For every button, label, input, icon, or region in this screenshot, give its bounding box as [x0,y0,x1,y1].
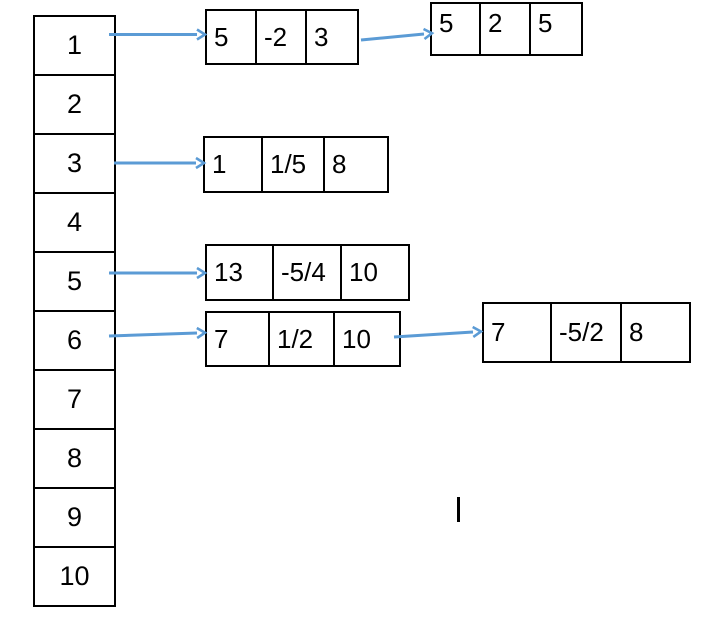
node-cell-value: -5/2 [559,317,604,347]
array-cell-label: 7 [66,384,83,414]
node-cell[interactable]: 8 [622,302,691,363]
array-cell-label: 3 [66,148,83,178]
array-cell-label: 10 [59,561,90,591]
text-caret [457,497,460,522]
node-cell-value: 1/5 [270,149,307,179]
node-cell[interactable]: 13 [205,244,274,301]
node-cell-value: 8 [629,317,644,347]
node-cell-value: 2 [488,8,503,38]
node-cell[interactable]: 10 [335,311,401,367]
node-cell[interactable]: 1/5 [263,136,325,193]
array-cell-10[interactable]: 10 [33,546,116,607]
array-cell-label: 1 [66,30,83,60]
array-cell-8[interactable]: 8 [33,428,116,489]
node-cell[interactable]: 3 [307,9,359,65]
array-cell-5[interactable]: 5 [33,251,116,312]
array-cell-label: 2 [66,89,83,119]
node-cell[interactable]: 10 [342,244,410,301]
node-cell-value: 7 [491,317,506,347]
node-cell-value: 10 [349,257,378,287]
array-cell-7[interactable]: 7 [33,369,116,430]
node-cell-value: 13 [214,257,243,287]
array-cell-label: 6 [66,325,83,355]
arrow-row6node1-to-row6node2 [393,325,484,339]
node-cell[interactable]: -2 [257,9,307,65]
node-cell-value: 8 [332,149,347,179]
array-cell-6[interactable]: 6 [33,310,116,371]
node-cell-value: 3 [314,21,329,52]
node-cell[interactable]: 2 [481,2,531,56]
array-cell-3[interactable]: 3 [33,133,116,194]
node-cell-value: 5 [439,8,454,38]
node-cell-value: -5/4 [281,257,326,287]
node-cell-value: 10 [342,323,371,354]
node-cell[interactable]: 1 [203,136,263,193]
node-cell-value: -2 [264,21,288,52]
arrow-row1node1-to-row1node2 [360,27,435,42]
node-cell[interactable]: -5/2 [552,302,622,363]
array-cell-label: 8 [66,443,83,473]
array-cell-2[interactable]: 2 [33,74,116,135]
list-node-row1-2: 5 2 5 [430,2,583,56]
node-cell[interactable]: 5 [531,2,583,56]
node-cell[interactable]: 7 [482,302,552,363]
list-node-row1-1: 5 -2 3 [205,9,359,65]
list-node-row3-1: 1 1/5 8 [203,136,389,193]
array-cell-9[interactable]: 9 [33,487,116,548]
node-cell-value: 5 [214,21,229,52]
node-cell-value: 1 [212,149,227,179]
arrow-array6-to-row6node1 [108,326,208,340]
node-cell[interactable]: 7 [205,311,270,367]
node-cell[interactable]: -5/4 [274,244,342,301]
node-cell-value: 1/2 [277,323,314,354]
array-cell-label: 9 [66,502,83,532]
array-cell-1[interactable]: 1 [33,15,116,76]
array-cell-4[interactable]: 4 [33,192,116,253]
list-node-row6-2: 7 -5/2 8 [482,302,691,363]
node-cell[interactable]: 8 [325,136,389,193]
array-column: 1 2 3 4 5 6 7 8 9 10 [33,15,116,607]
node-cell[interactable]: 5 [205,9,257,65]
node-cell-value: 5 [538,8,553,38]
list-node-row5-1: 13 -5/4 10 [205,244,410,301]
node-cell-value: 7 [214,323,229,354]
list-node-row6-1: 7 1/2 10 [205,311,401,367]
array-cell-label: 5 [66,266,83,296]
node-cell[interactable]: 1/2 [270,311,335,367]
node-cell[interactable]: 5 [430,2,481,56]
array-cell-label: 4 [66,207,83,237]
